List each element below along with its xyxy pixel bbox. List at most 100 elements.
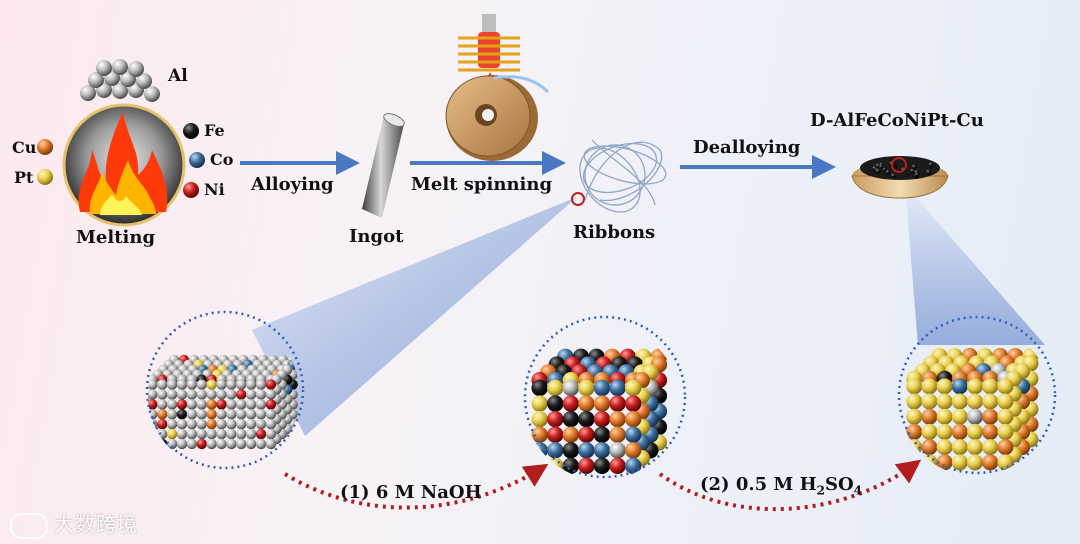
lattice-atom xyxy=(997,408,1014,425)
lattice-atom xyxy=(166,428,178,440)
lattice-atom xyxy=(936,439,953,456)
lattice-atom xyxy=(148,428,158,440)
lattice-atom xyxy=(216,409,227,420)
ribbons-tangle xyxy=(571,139,667,213)
lattice-atom xyxy=(547,410,564,428)
lattice-atom xyxy=(624,442,642,459)
lattice-atom xyxy=(982,439,999,456)
lattice-atom xyxy=(609,442,626,459)
lattice-atom xyxy=(562,379,580,397)
co-atom-icon xyxy=(189,152,205,168)
product-label: D-AlFeCoNiPt-Cu xyxy=(810,110,984,131)
lattice-atom xyxy=(997,454,1014,471)
lattice-atom xyxy=(562,442,580,459)
alloying-label: Alloying xyxy=(251,174,334,195)
lattice-atom xyxy=(148,389,158,400)
lattice-atom xyxy=(921,423,938,440)
lattice-atom xyxy=(157,379,168,390)
naoh-step-label: (1) 6 M NaOH xyxy=(340,482,482,503)
lattice-atom xyxy=(562,395,580,412)
lattice-atom xyxy=(226,409,237,420)
zoom-cone-ribbons xyxy=(252,197,577,436)
lattice-atom xyxy=(982,378,999,395)
co-label: Co xyxy=(210,150,234,169)
lattice-atom xyxy=(578,410,595,428)
lattice-atom xyxy=(265,418,277,430)
lattice-atom xyxy=(226,418,237,430)
pt-atom-icon xyxy=(37,169,53,185)
lattice-atom xyxy=(265,409,277,420)
lattice-atom xyxy=(236,428,247,440)
lattice-atom xyxy=(609,426,626,443)
lattice-atom xyxy=(609,410,626,428)
lattice-atom xyxy=(236,409,247,420)
lattice-atom xyxy=(196,409,207,420)
al-atom xyxy=(128,61,144,77)
lattice-atom xyxy=(206,428,217,440)
dealloying-label: Dealloying xyxy=(693,137,801,158)
lattice-atom xyxy=(578,457,595,475)
lattice-atom xyxy=(997,378,1014,395)
lattice-atom xyxy=(226,379,237,390)
lattice-atom xyxy=(547,426,564,443)
lattice-atom xyxy=(157,428,168,440)
lattice-atom xyxy=(951,408,968,425)
lattice-atom xyxy=(265,389,277,400)
al-atom xyxy=(112,83,128,99)
lattice-atom xyxy=(997,439,1014,456)
lattice-atom xyxy=(936,393,953,410)
product-particle xyxy=(875,168,881,174)
lattice-atom xyxy=(148,438,158,450)
lattice-atom xyxy=(906,393,923,410)
lattice-atom xyxy=(226,389,237,400)
lattice-atom xyxy=(255,409,267,420)
al-atom xyxy=(80,85,96,101)
lattice-atom xyxy=(186,389,198,400)
lattice-atom xyxy=(593,410,611,428)
ni-atom-icon xyxy=(183,182,199,198)
lattice-atom xyxy=(531,379,548,397)
lattice-atom xyxy=(206,409,217,420)
lattice-atom xyxy=(982,423,999,440)
fe-label: Fe xyxy=(204,121,225,140)
lattice-atom xyxy=(226,438,237,450)
lattice-atom xyxy=(216,389,227,400)
zoom-cone-product xyxy=(905,185,1045,345)
lattice-atom xyxy=(186,438,198,450)
lattice-atom xyxy=(593,442,611,459)
lattice-atom xyxy=(255,428,267,440)
cu-atom-icon xyxy=(37,139,53,155)
product-particle xyxy=(885,169,891,175)
lattice-atom xyxy=(196,428,207,440)
lattice-atom xyxy=(176,389,188,400)
lattice-atom xyxy=(206,418,217,430)
lattice-atom xyxy=(157,438,168,450)
melt-spinning-label: Melt spinning xyxy=(411,174,553,195)
lattice-atom xyxy=(562,426,580,443)
lattice-atom xyxy=(176,438,188,450)
lattice-atom xyxy=(206,379,217,390)
zoom-circle-ribbons xyxy=(145,310,305,470)
lattice-atom xyxy=(236,379,247,390)
lattice-atom xyxy=(921,393,938,410)
lattice-after-h2so4 xyxy=(906,347,1039,471)
pt-label: Pt xyxy=(14,168,34,187)
lattice-atom xyxy=(593,395,611,412)
lattice-atom xyxy=(186,379,198,390)
lattice-atom xyxy=(206,389,217,400)
lattice-atom xyxy=(578,395,595,412)
lattice-atom xyxy=(967,378,983,395)
lattice-atom xyxy=(906,408,923,425)
lattice-atom xyxy=(531,410,548,428)
ingot-label: Ingot xyxy=(349,226,404,247)
lattice-atom xyxy=(967,454,983,471)
lattice-atom xyxy=(176,428,188,440)
lattice-atom xyxy=(562,457,580,475)
lattice-atom xyxy=(157,409,168,420)
lattice-atom xyxy=(216,418,227,430)
lattice-atom xyxy=(166,399,178,410)
lattice-atom xyxy=(255,399,267,410)
lattice-atom xyxy=(578,426,595,443)
al-atom xyxy=(88,72,104,88)
lattice-atom xyxy=(921,454,938,471)
